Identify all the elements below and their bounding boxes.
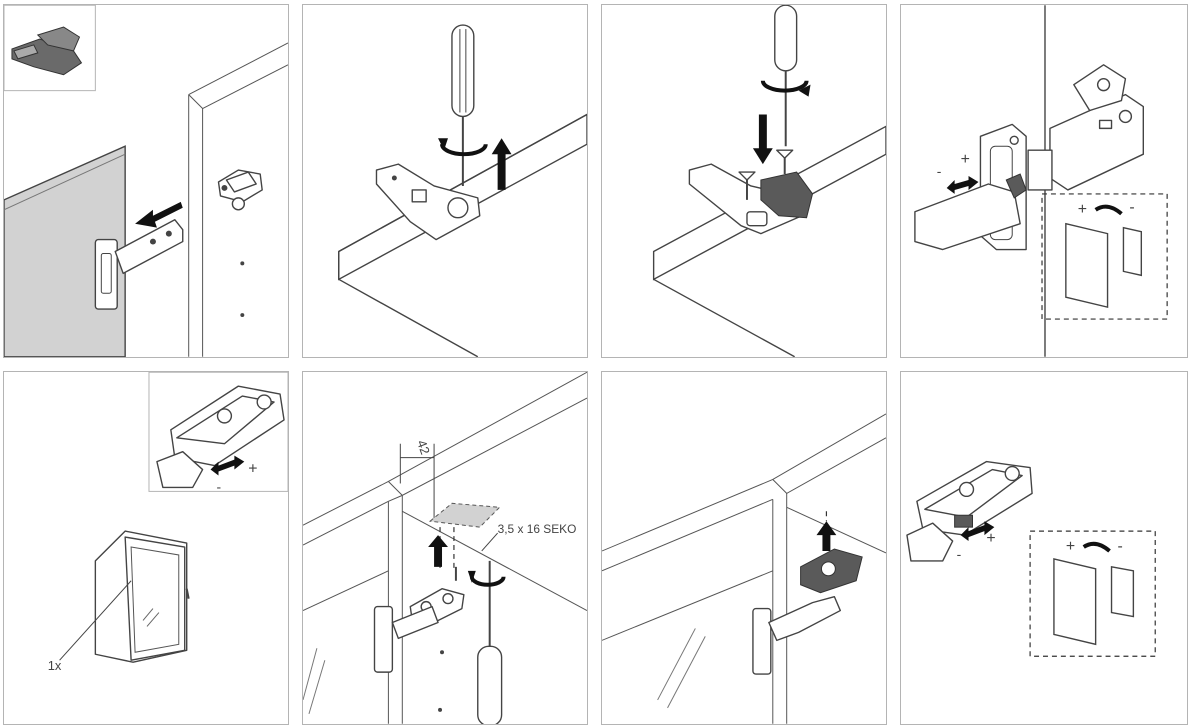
hinge-assembly [914, 64, 1145, 251]
panel-mount-plate: 42 3,5 x 16 SEKO [302, 371, 588, 725]
cabinet-frame [303, 372, 587, 724]
panel-loosen-screw [302, 4, 588, 358]
plus-label: + [986, 530, 995, 547]
hinge-clip [752, 548, 863, 675]
hinge-closeup [906, 460, 1033, 562]
cabinet-top [652, 125, 886, 357]
panel-height-adjustment: + - + - [900, 371, 1188, 725]
adjust-arrow [960, 521, 995, 542]
rotate-arrow [760, 80, 809, 93]
dimension-42: 42 [399, 438, 435, 522]
screw-spec-label: 3,5 x 16 SEKO [498, 522, 577, 536]
panel-depth-adjustment-illustration: - + + - [914, 5, 1168, 357]
panel-mount-plate-illustration: 42 3,5 x 16 SEKO [303, 372, 587, 724]
minus-label: - [937, 163, 942, 179]
inset-minus-label: - [1129, 199, 1134, 216]
mounting-plate [373, 588, 465, 673]
screwdriver [451, 24, 475, 186]
panel-fasten-screws [601, 4, 887, 358]
panel-depth-adjustment: - + + - [900, 4, 1188, 358]
panel-clip-on-illustration [602, 413, 886, 724]
up-arrow [816, 521, 837, 551]
panel-height-adjustment-illustration: + - + - [906, 460, 1156, 657]
panel-cabinet-overview-illustration: + - 1x [48, 372, 288, 673]
panel-cabinet-overview: + - 1x [3, 371, 289, 725]
hinge-thumbnail [11, 26, 83, 76]
panel-loosen-screw-illustration [338, 24, 587, 357]
panel-fasten-screws-illustration [652, 5, 886, 357]
distance-label: 42 [414, 438, 433, 457]
cabinet-frame [602, 413, 886, 724]
inset-minus-label: - [217, 478, 222, 494]
up-arrow [428, 535, 448, 567]
plate-position-marker [428, 502, 501, 528]
lift-arrow [491, 138, 512, 190]
plus-label: + [961, 151, 970, 168]
depth-inset: + - [1041, 193, 1168, 320]
adjust-arrow [946, 176, 979, 194]
screw-leader [481, 532, 499, 552]
panel-clip-on [601, 371, 887, 725]
cabinet-side [188, 42, 288, 357]
screw-driver [454, 560, 503, 724]
height-inset: + - [1029, 530, 1156, 657]
quantity-label: 1x [48, 658, 62, 673]
inset-plus-label: + [248, 461, 257, 478]
inset-plus-label: + [1066, 538, 1075, 555]
hinge-plate [375, 163, 481, 241]
hinge-on-door [94, 219, 184, 310]
inset-minus-label: - [1117, 538, 1122, 555]
minus-label: - [957, 546, 962, 562]
screwdriver [774, 5, 798, 147]
quantity-leader [59, 580, 132, 661]
inset-adjust-arrow [210, 455, 245, 476]
panel-attach-hinge [3, 4, 289, 358]
down-arrow [752, 114, 773, 165]
hinge-plate-screws [688, 149, 814, 235]
mounting-plate [217, 169, 263, 211]
glass-door-cabinet [94, 530, 190, 663]
insert-arrow [135, 201, 183, 228]
hinge-detail-inset: + - [148, 372, 288, 494]
rotate-arrow [469, 576, 506, 587]
panel-attach-hinge-illustration [4, 5, 288, 357]
inset-plus-label: + [1078, 201, 1087, 218]
